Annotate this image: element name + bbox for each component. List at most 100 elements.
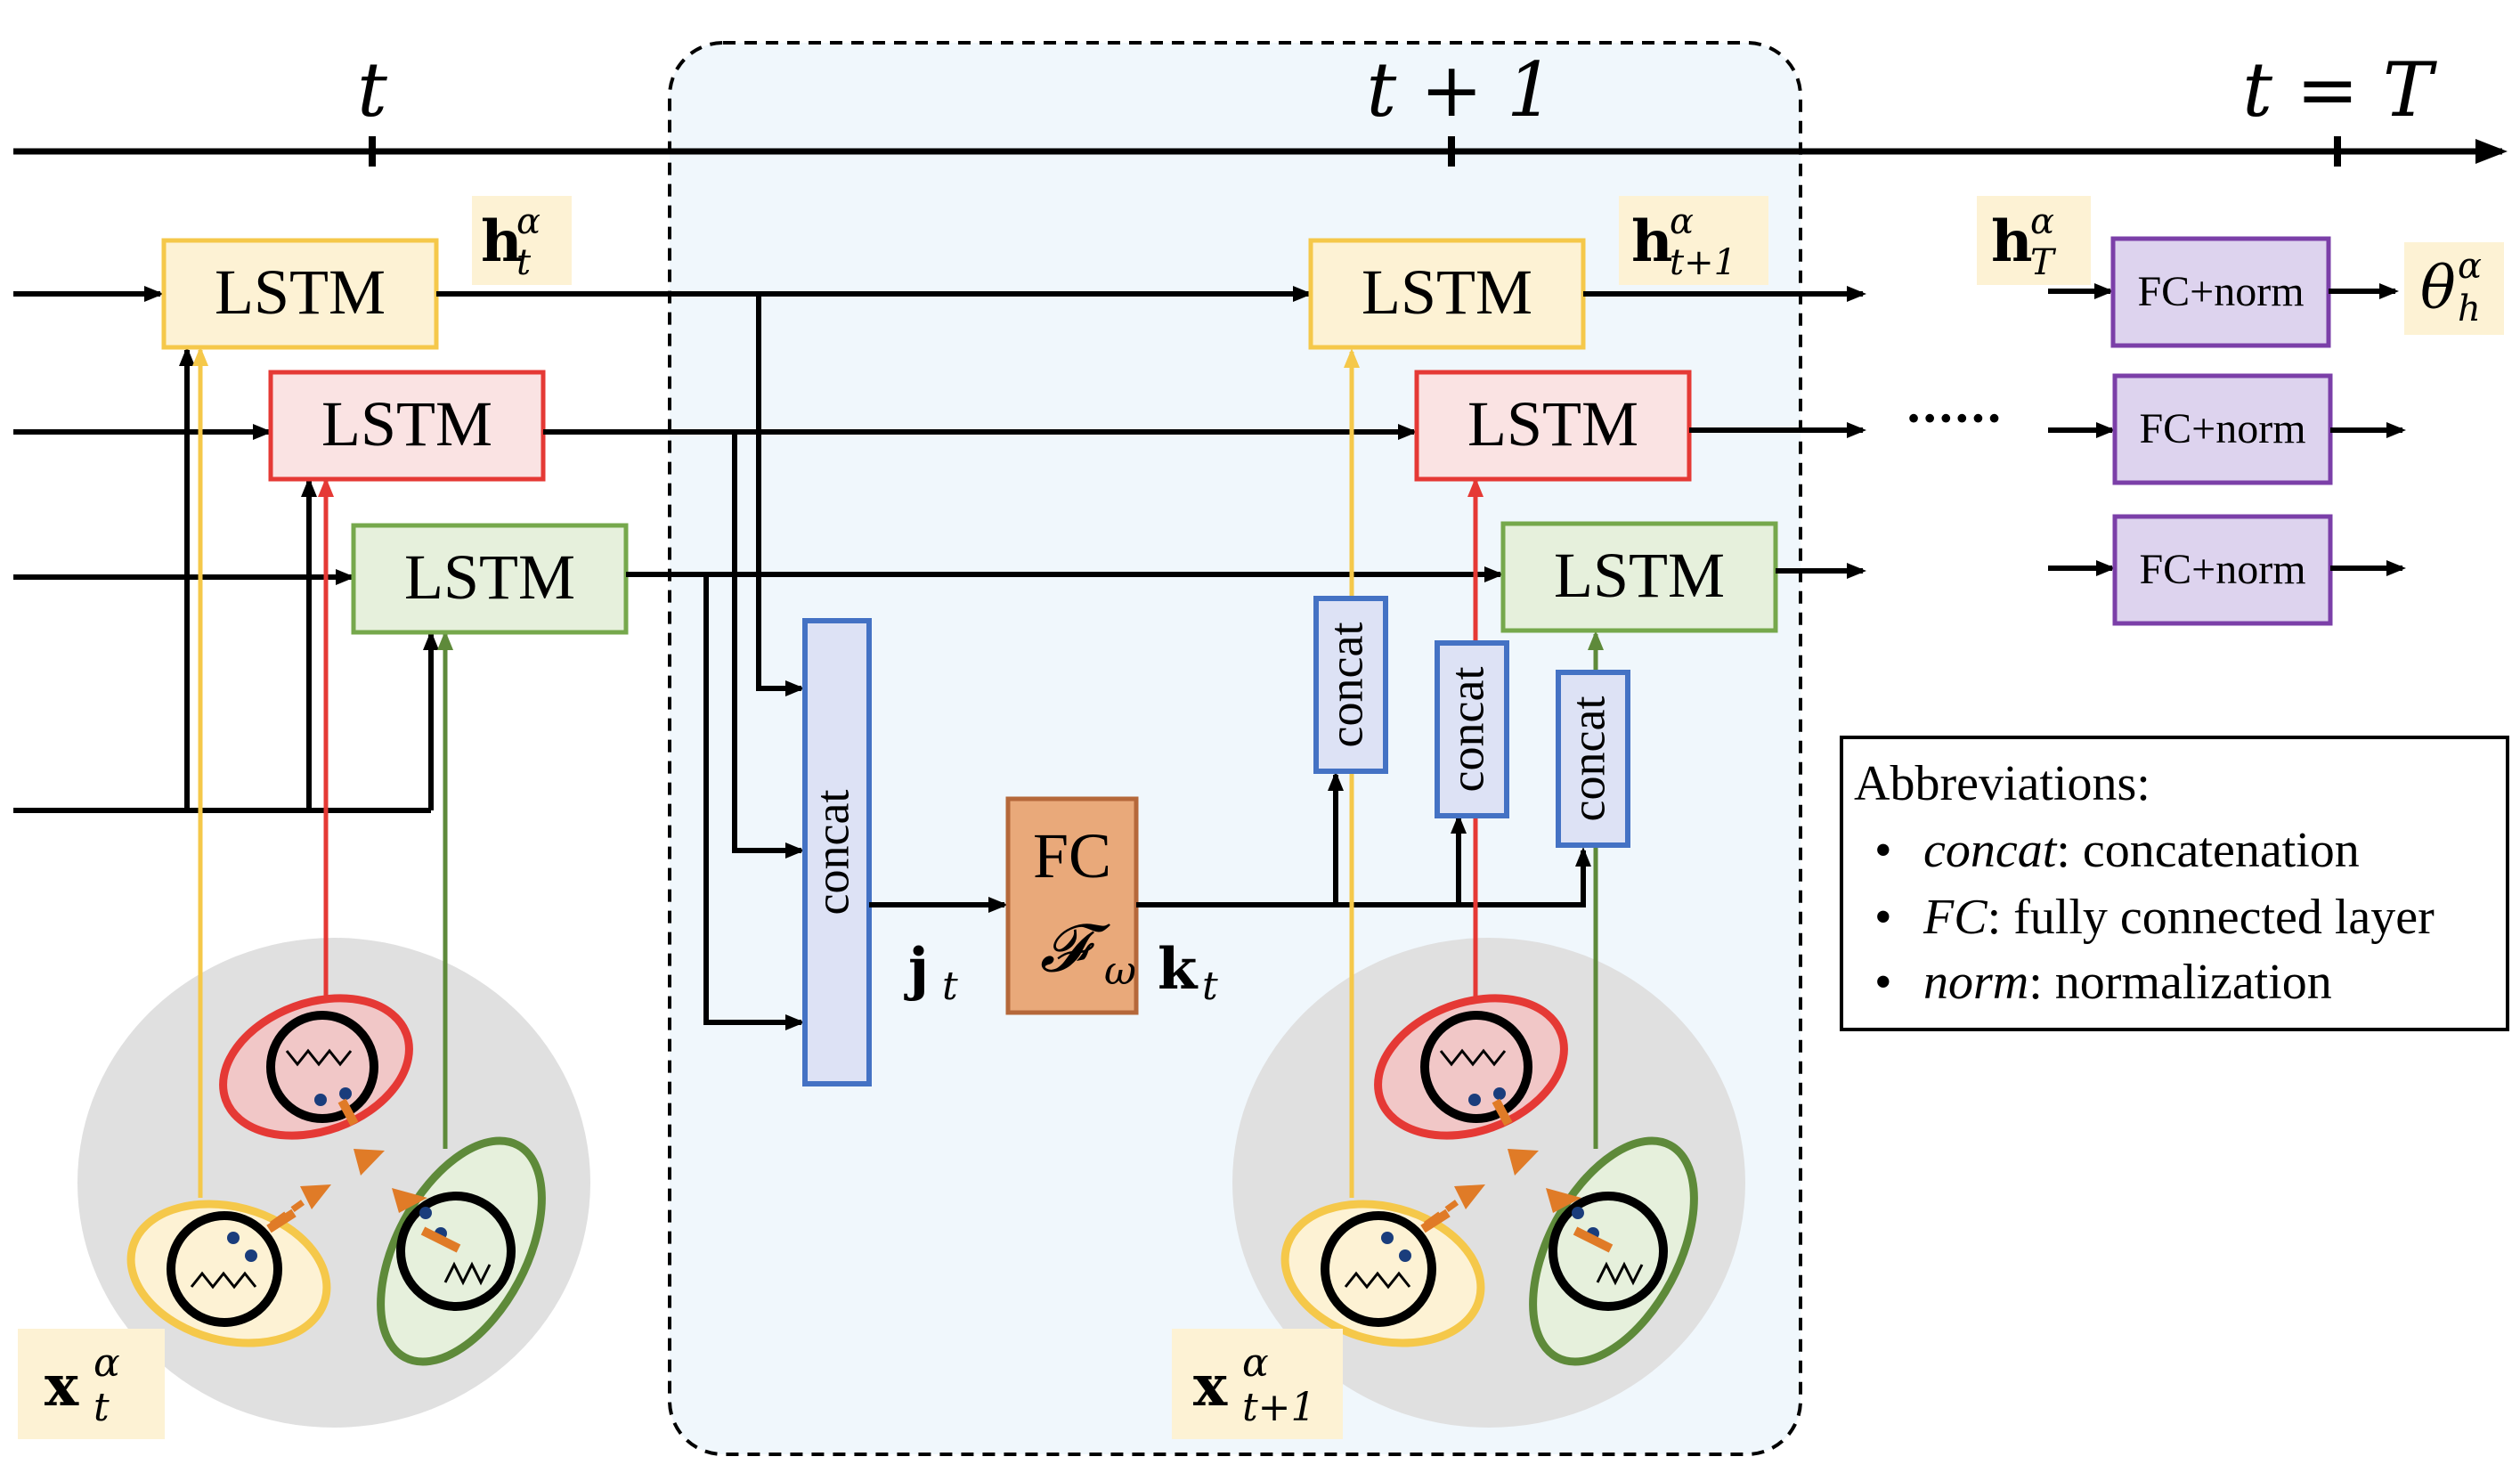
svg-text:k: k [1158, 936, 1199, 1003]
timeline: t t + 1 t = T [13, 46, 2508, 167]
svg-text:h: h [1631, 208, 1673, 275]
svg-text:concat: concat [1319, 623, 1372, 748]
svg-text:x: x [45, 1353, 79, 1420]
label-h-T: h α T [1977, 196, 2091, 285]
svg-text:T: T [2030, 242, 2057, 283]
red-agent-eye [1493, 1087, 1506, 1100]
lstm-yellow-t: LSTM [161, 238, 439, 350]
label-h-t: h α t [472, 196, 572, 285]
label-k-t: k t [1158, 936, 1218, 1009]
svg-text:concat: concat [1561, 696, 1614, 822]
svg-text:h: h [481, 208, 523, 275]
interaction-arrow-yellow-red [269, 1200, 305, 1227]
svg-text:LSTM: LSTM [321, 388, 492, 460]
k-line [1136, 847, 1591, 907]
fc-block: FC 𝓕 ω [1005, 796, 1139, 1015]
green-agent-eye [1572, 1207, 1584, 1219]
svg-text:FC+norm: FC+norm [2137, 268, 2304, 315]
svg-text:ω: ω [1104, 948, 1136, 994]
svg-text:LSTM: LSTM [1362, 256, 1532, 328]
fc-norm-green: FC+norm [2112, 514, 2333, 626]
svg-text:h: h [1991, 208, 2033, 275]
svg-text:FC: FC [1033, 820, 1111, 891]
abbreviations-legend: Abbreviations: • concat: concatenation •… [1840, 736, 2509, 1031]
red-agent-zigzag [285, 1048, 353, 1067]
red-agent-eye [314, 1094, 327, 1106]
svg-text:t+1: t+1 [1242, 1385, 1316, 1430]
yellow-agent-eye [245, 1249, 257, 1262]
svg-text:α: α [93, 1340, 120, 1386]
branch-red-to-concat [732, 432, 805, 859]
agent-group-t1 [1232, 348, 1745, 1428]
yellow-agent-eye [1399, 1249, 1411, 1262]
label-theta-h: θ α h [2404, 242, 2504, 335]
interaction-arrowhead [1454, 1184, 1485, 1209]
red-agent-zigzag [1439, 1048, 1507, 1067]
yellow-agent-zigzag [190, 1271, 257, 1290]
svg-text:α: α [2030, 201, 2054, 242]
svg-text:LSTM: LSTM [404, 541, 575, 613]
interaction-arrowhead [354, 1149, 385, 1176]
svg-text:norm: normalization: norm: normalization [1923, 955, 2332, 1010]
svg-text:FC+norm: FC+norm [2139, 546, 2305, 593]
label-j-t: j t [904, 936, 958, 1009]
svg-text:LSTM: LSTM [1554, 540, 1725, 611]
label-h-t1: h α t+1 [1619, 196, 1768, 285]
concat-red-t1: concat [1435, 640, 1509, 818]
red-agent-eye [339, 1087, 352, 1100]
svg-text:j: j [904, 936, 929, 1003]
lstm-green-t: LSTM [351, 523, 629, 635]
svg-text:θ: θ [2420, 254, 2456, 322]
label-x-t1: x α t+1 [1172, 1329, 1343, 1439]
yellow-agent-head [1321, 1211, 1436, 1327]
svg-text:x: x [1193, 1353, 1228, 1420]
svg-text:•: • [1874, 823, 1892, 878]
svg-text:Abbreviations:: Abbreviations: [1854, 756, 2150, 811]
green-agent-zigzag [1596, 1261, 1644, 1286]
svg-text:α: α [1242, 1340, 1269, 1386]
lstm-yellow-t1: LSTM [1308, 238, 1586, 350]
label-x-t: x α t [18, 1329, 165, 1439]
svg-text:•: • [1874, 890, 1892, 945]
green-agent-eye [419, 1207, 432, 1219]
concat-green-t1: concat [1556, 670, 1630, 848]
green-agent-zigzag [443, 1261, 492, 1286]
concat-main: concat [802, 618, 872, 1086]
green-agent-beak [420, 1226, 461, 1253]
red-agent-beak [1492, 1098, 1513, 1127]
red-agent-beak [337, 1098, 359, 1127]
svg-text:t: t [942, 964, 958, 1009]
svg-text:α: α [1670, 201, 1694, 242]
yellow-agent-head [167, 1211, 282, 1327]
timeline-label-t1: t + 1 [1367, 46, 1555, 134]
svg-text:concat: concat [1440, 667, 1493, 793]
ellipsis: ······ [1906, 392, 2003, 446]
yellow-agent-zigzag [1344, 1271, 1411, 1290]
svg-text:t: t [93, 1385, 110, 1430]
svg-text:LSTM: LSTM [1467, 388, 1638, 460]
svg-text:h: h [2458, 289, 2481, 330]
svg-text:t+1: t+1 [1670, 242, 1736, 283]
lstm-red-t1: LSTM [1414, 370, 1692, 482]
svg-text:t: t [516, 242, 532, 283]
concat-yellow-t1: concat [1313, 596, 1388, 774]
interaction-arrowhead [300, 1184, 331, 1209]
branch-yellow-to-concat [756, 294, 805, 696]
fc-norm-red: FC+norm [2112, 373, 2333, 485]
lstm-red-t: LSTM [268, 370, 546, 482]
fc-norm-yellow: FC+norm [2110, 236, 2331, 348]
svg-text:t: t [1202, 964, 1218, 1009]
svg-text:α: α [2458, 246, 2482, 287]
svg-text:α: α [516, 201, 541, 242]
timeline-label-T: t = T [2242, 46, 2438, 134]
lstm-green-t1: LSTM [1500, 521, 1778, 633]
timeline-label-t: t [357, 46, 387, 134]
interaction-arrowhead [1546, 1188, 1581, 1213]
svg-text:LSTM: LSTM [215, 256, 386, 328]
agent-group-t [77, 346, 590, 1428]
interaction-arrow-yellow-red [1423, 1200, 1459, 1227]
svg-text:•: • [1874, 955, 1892, 1010]
yellow-agent-eye [1381, 1232, 1394, 1244]
svg-text:concat: concatenation: concat: concatenation [1923, 823, 2360, 878]
